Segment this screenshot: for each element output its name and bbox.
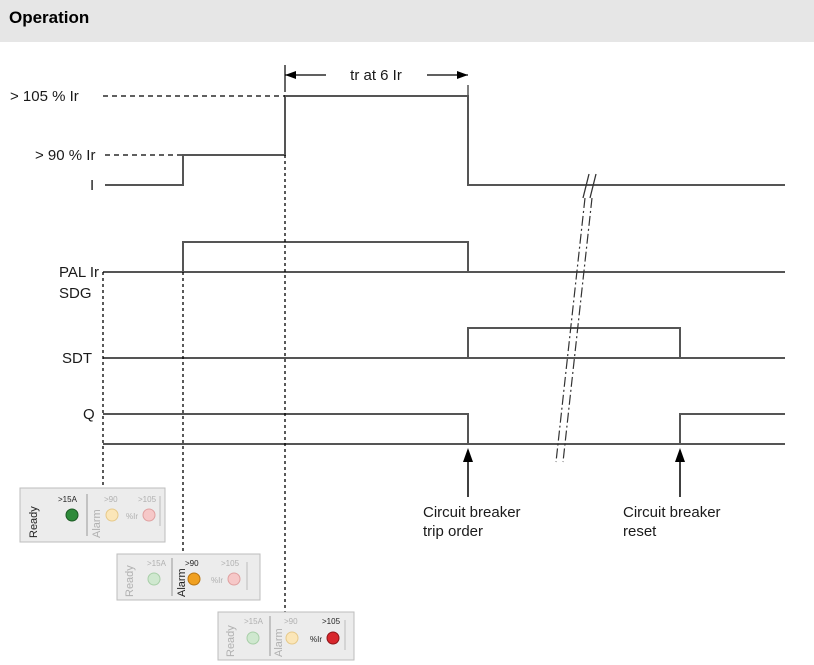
t15-text: >15A [58, 495, 78, 504]
red-led-dim [227, 572, 241, 586]
alarm-text: Alarm [176, 568, 188, 597]
green-led-dim [147, 572, 161, 586]
t15-text: >15A [147, 559, 167, 568]
orange-led [187, 572, 201, 586]
indicator-panel-ready: Ready >15A Alarm >90 >105 %Ir [19, 487, 166, 543]
reset-label-2: reset [623, 523, 657, 540]
green-led-dim [246, 631, 260, 645]
reset-arrow-head [675, 448, 685, 462]
current-waveform [105, 95, 785, 186]
dim-left-arrow [285, 71, 296, 79]
trip-arrow-head [463, 448, 473, 462]
level-105-label: > 105 % Ir [10, 88, 79, 105]
time-break [555, 173, 597, 463]
ready-text: Ready [225, 625, 237, 657]
t105-text: >105 [138, 495, 157, 504]
t90-text: >90 [104, 495, 118, 504]
indicator-panel-alarm90: Ready >15A Alarm >90 >105 %Ir [116, 553, 261, 601]
sdt-label: SDT [62, 350, 92, 367]
pal-waveform [103, 241, 785, 273]
header-bar: Operation [0, 0, 814, 42]
pir-text: %Ir [126, 512, 138, 521]
t105-text: >105 [322, 617, 341, 626]
pir-text: %Ir [310, 635, 322, 644]
trip-label-2: trip order [423, 523, 483, 540]
orange-led-dim [105, 508, 119, 522]
duration-label: tr at 6 Ir [350, 67, 402, 84]
q-label: Q [83, 406, 95, 423]
pal-label: PAL Ir [59, 264, 99, 281]
ready-text: Ready [28, 506, 40, 538]
green-led [65, 508, 79, 522]
trip-label-1: Circuit breaker [423, 504, 521, 521]
reset-label-1: Circuit breaker [623, 504, 721, 521]
orange-led-dim [285, 631, 299, 645]
red-led [326, 631, 340, 645]
q-waveform [103, 413, 785, 445]
dim-right-arrow [457, 71, 468, 79]
alarm-text: Alarm [273, 628, 285, 657]
sdg-label: SDG [59, 285, 92, 302]
page-title: Operation [9, 8, 90, 27]
t15-text: >15A [244, 617, 264, 626]
level-90-label: > 90 % Ir [35, 147, 95, 164]
t90-text: >90 [185, 559, 199, 568]
t105-text: >105 [221, 559, 240, 568]
alarm-text: Alarm [91, 509, 103, 538]
indicator-panel-alarm105: Ready >15A Alarm >90 >105 %Ir [217, 611, 355, 661]
red-led-dim [142, 508, 156, 522]
ready-text: Ready [124, 565, 136, 597]
t90-text: >90 [284, 617, 298, 626]
pir-text: %Ir [211, 576, 223, 585]
current-label: I [90, 177, 94, 194]
sdt-waveform [103, 327, 785, 359]
